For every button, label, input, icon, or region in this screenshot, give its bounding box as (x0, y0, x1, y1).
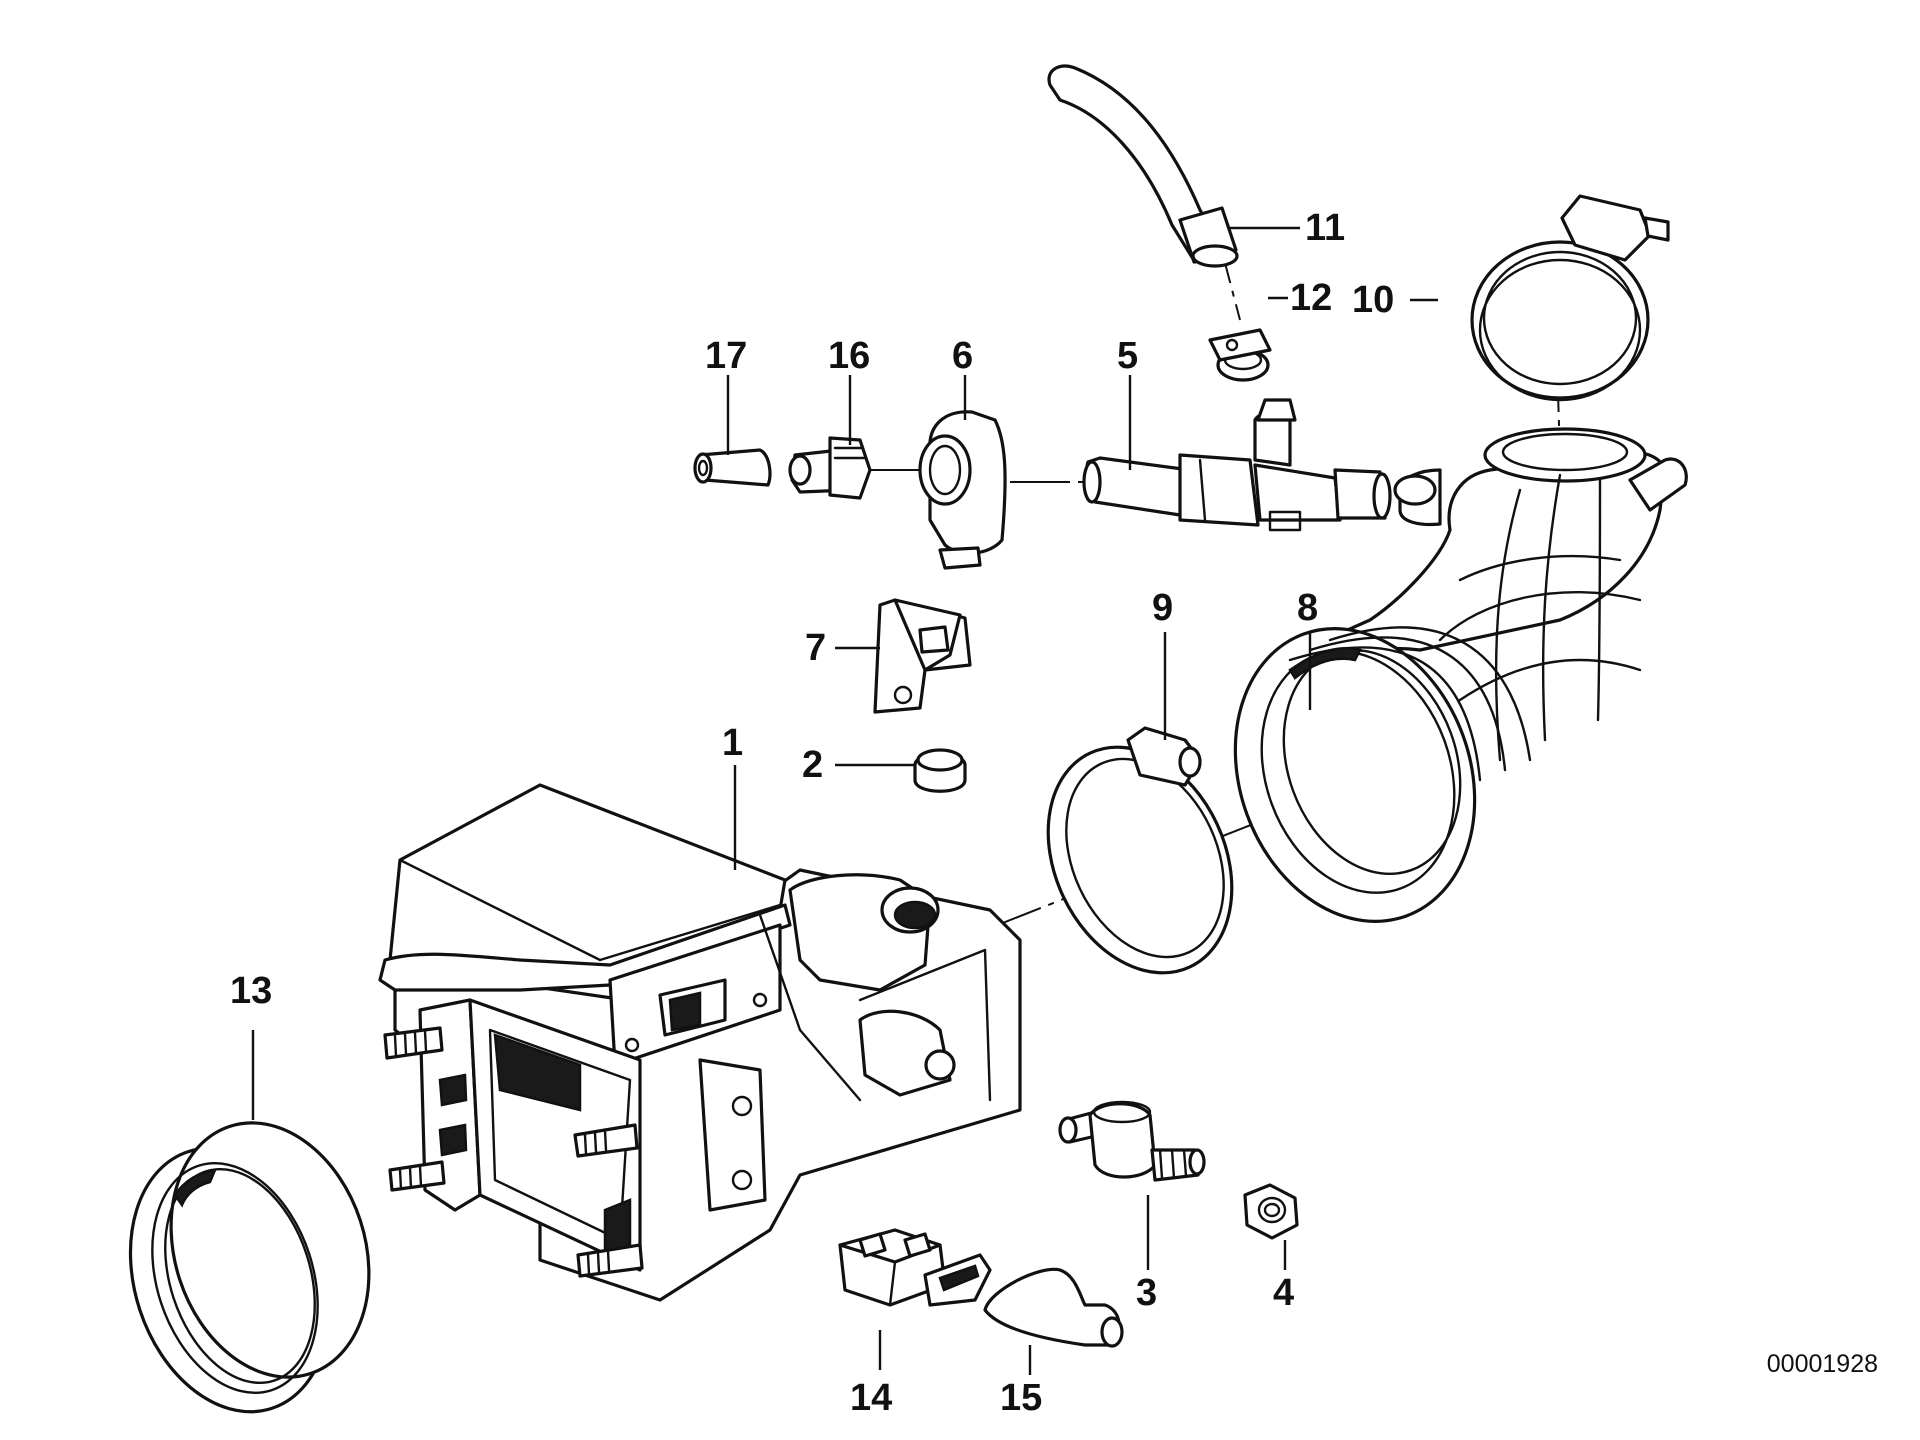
part-large-clamp (1470, 194, 1670, 402)
part-bracket (873, 598, 972, 714)
part-sleeve (918, 410, 1007, 570)
part-damper (1058, 1100, 1206, 1182)
part-intake-boot (1233, 427, 1688, 923)
callout-leader-lines (251, 226, 1438, 1375)
part-sealing-ring (128, 1121, 371, 1414)
part-small-clamp (1208, 328, 1272, 382)
part-plug-housing (838, 1228, 992, 1307)
callout-labels: 1 2 3 4 5 6 7 8 9 10 11 12 13 14 15 16 1… (230, 207, 1394, 1419)
diagram-reference-code: 00001928 (1767, 1350, 1878, 1378)
part-hose-clamp (1046, 726, 1234, 975)
callout-15: 15 (1000, 1377, 1042, 1419)
part-rubber-boot (983, 1267, 1124, 1348)
part-air-flow-meter (378, 783, 1022, 1302)
callout-1: 1 (722, 722, 743, 764)
callout-9: 9 (1152, 587, 1173, 629)
callout-7: 7 (805, 627, 826, 669)
callout-10: 10 (1352, 279, 1394, 321)
callout-12: 12 (1290, 277, 1332, 319)
part-connector-small (788, 436, 872, 500)
callout-5: 5 (1117, 335, 1138, 377)
callout-4: 4 (1273, 1272, 1294, 1314)
part-hex-nut (1243, 1183, 1299, 1240)
callout-2: 2 (802, 744, 823, 786)
callout-11: 11 (1305, 207, 1345, 249)
callout-6: 6 (952, 335, 973, 377)
part-valve (1082, 398, 1392, 532)
callout-8: 8 (1297, 587, 1318, 629)
part-plug-cap (913, 748, 967, 793)
callout-16: 16 (828, 335, 870, 377)
part-boot-cap (693, 448, 772, 487)
callout-17: 17 (705, 335, 747, 377)
callout-3: 3 (1136, 1272, 1157, 1314)
callout-13: 13 (230, 970, 272, 1012)
part-hose (1047, 64, 1239, 268)
callout-14: 14 (850, 1377, 892, 1419)
